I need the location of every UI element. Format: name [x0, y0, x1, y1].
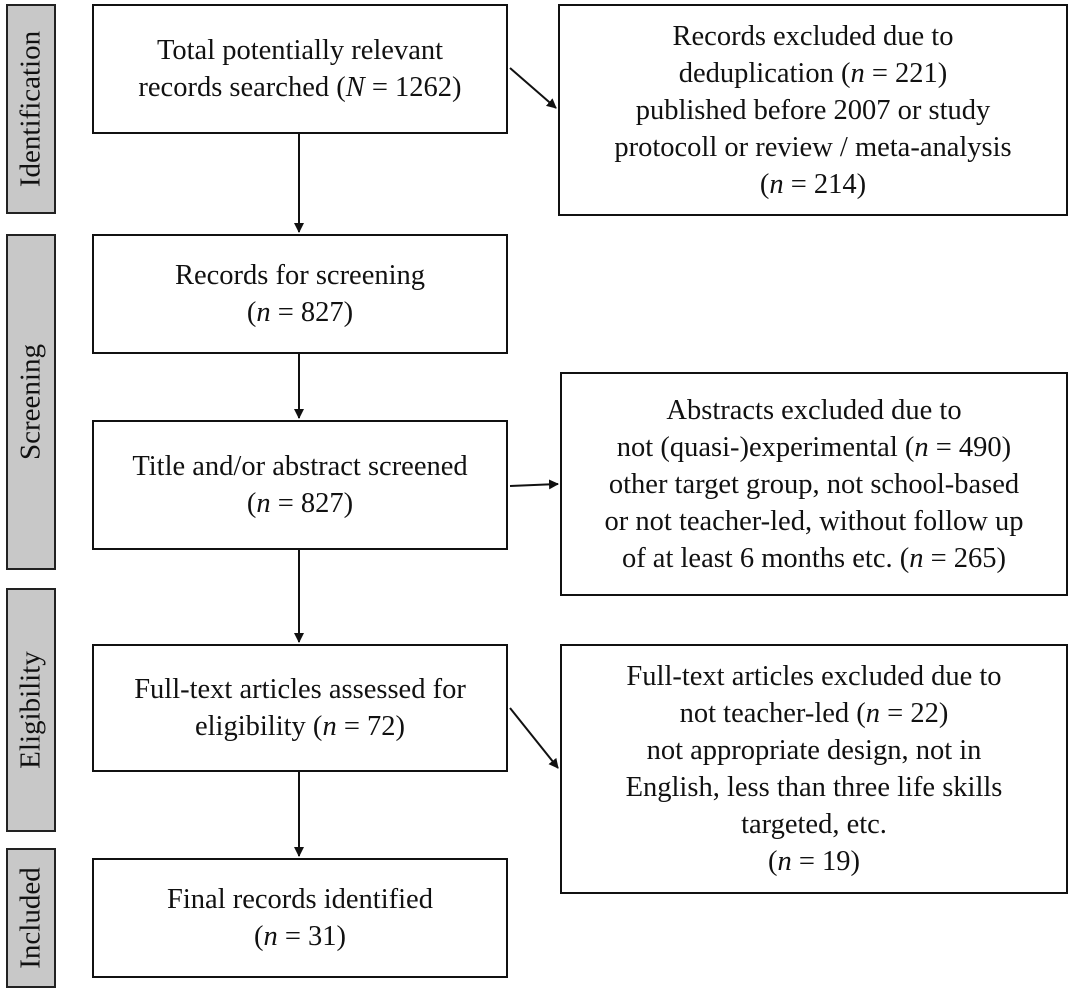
fulltext-excluded-line4: English, less than three life skills — [625, 772, 1003, 803]
box-excluded-dedup: Records excluded due to deduplication (n… — [558, 4, 1068, 216]
box-total-records: Total potentially relevant records searc… — [92, 4, 508, 134]
fulltext-excluded-line6: (n = 19) — [767, 846, 861, 877]
fulltext-assessed-line2: eligibility (n = 72) — [194, 711, 406, 742]
fulltext-excluded-line2: not teacher-led (n = 22) — [679, 698, 949, 729]
fulltext-excluded-line5: targeted, etc. — [741, 809, 887, 840]
box-records-screening: Records for screening (n = 827) — [92, 234, 508, 354]
stage-included: Included — [6, 848, 56, 988]
abstracts-excluded-line3: other target group, not school-based — [608, 468, 1020, 500]
box-abstracts-excluded: Abstracts excluded due to not (quasi-)ex… — [560, 372, 1068, 596]
fulltext-excluded-line1: Full-text articles excluded due to — [626, 661, 1002, 692]
arrow-fulltext-to-excluded — [509, 707, 559, 769]
excluded-dedup-line2: deduplication (n = 221) — [678, 57, 948, 89]
stage-eligibility: Eligibility — [6, 588, 56, 832]
fulltext-assessed-line1: Full-text articles assessed for — [134, 674, 466, 705]
stage-identification: Identification — [6, 4, 56, 214]
abstracts-excluded-line1: Abstracts excluded due to — [666, 394, 962, 426]
records-screening-line2: (n = 827) — [246, 297, 354, 328]
excluded-dedup-line1: Records excluded due to — [672, 20, 954, 52]
final-records-line1: Final records identified — [167, 884, 433, 915]
excluded-dedup-line5: (n = 214) — [759, 168, 867, 200]
box-title-abstract: Title and/or abstract screened (n = 827) — [92, 420, 508, 550]
box-fulltext-assessed: Full-text articles assessed for eligibil… — [92, 644, 508, 772]
records-screening-line1: Records for screening — [174, 260, 426, 291]
fulltext-excluded-line3: not appropriate design, not in — [646, 735, 982, 766]
total-records-line2: records searched (N = 1262) — [138, 72, 462, 103]
total-records-line1: Total potentially relevant — [156, 35, 444, 66]
title-abstract-line2: (n = 827) — [246, 488, 354, 519]
stage-screening: Screening — [6, 234, 56, 570]
abstracts-excluded-line2: not (quasi-)experimental (n = 490) — [616, 431, 1012, 463]
box-fulltext-excluded: Full-text articles excluded due to not t… — [560, 644, 1068, 894]
arrow-total-to-dedup — [509, 67, 557, 109]
abstracts-excluded-line5: of at least 6 months etc. (n = 265) — [621, 542, 1007, 574]
box-final-records: Final records identified (n = 31) — [92, 858, 508, 978]
final-records-line2: (n = 31) — [253, 921, 347, 952]
excluded-dedup-line4: protocoll or review / meta-analysis — [614, 131, 1012, 163]
abstracts-excluded-line4: or not teacher-led, without follow up — [604, 505, 1024, 537]
excluded-dedup-line3: published before 2007 or study — [635, 94, 991, 126]
arrow-title-to-abstracts-excluded — [509, 479, 559, 490]
title-abstract-line1: Title and/or abstract screened — [132, 451, 468, 482]
